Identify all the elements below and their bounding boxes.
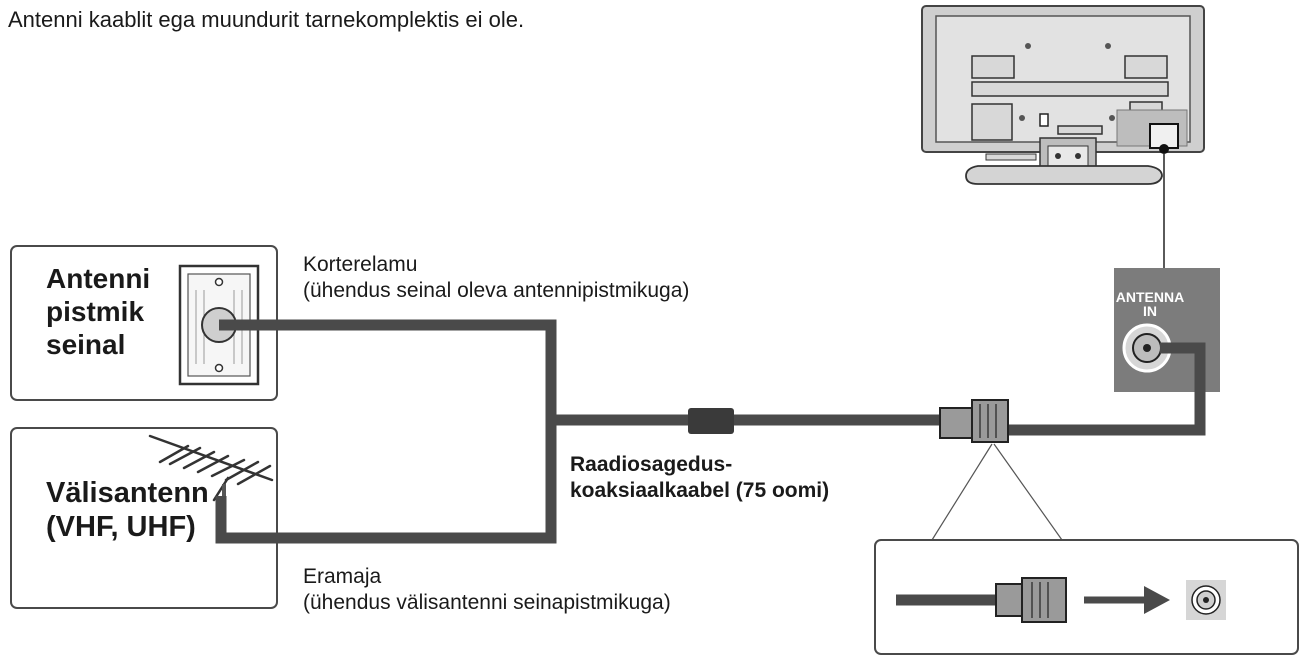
antenna-in-label-line1: ANTENNA <box>1115 289 1185 305</box>
outdoor-antenna-label: Välisantenn (VHF, UHF) <box>46 476 209 544</box>
antenna-in-label: ANTENNA IN <box>1114 290 1186 318</box>
supply-note: Antenni kaablit ega muundurit tarnekompl… <box>8 7 525 32</box>
connection-detail-inset <box>874 539 1299 655</box>
cable-label: Raadiosagedus- koaksiaalkaabel (75 oomi) <box>570 452 829 505</box>
house-title: Eramaja <box>303 565 382 588</box>
apartment-caption: Korterelamu (ühendus seinal oleva antenn… <box>303 252 689 305</box>
house-description: (ühendus välisantenni seinapistmikuga) <box>303 591 671 615</box>
wall-outlet-label-line1: Antenni <box>46 263 151 294</box>
callout-line <box>993 443 1063 541</box>
tv-rear-view <box>921 5 1205 185</box>
cable-label-line1: Raadiosagedus- <box>570 453 733 476</box>
callout-line <box>931 443 993 541</box>
apartment-title: Korterelamu <box>303 253 418 276</box>
antenna-in-label-line2: IN <box>1143 303 1157 319</box>
ferrite-core <box>688 408 734 434</box>
wall-outlet-label-line3: seinal <box>46 329 126 361</box>
apartment-description: (ühendus seinal oleva antennipistmikuga) <box>303 279 690 303</box>
f-connector-plug <box>939 399 1009 443</box>
outdoor-antenna-label-line2: (VHF, UHF) <box>46 511 196 544</box>
cable-label-line2: koaksiaalkaabel (75 oomi) <box>570 479 830 503</box>
house-caption: Eramaja (ühendus välisantenni seinapistm… <box>303 564 671 617</box>
outdoor-antenna-label-line1: Välisantenn <box>46 477 209 509</box>
wall-outlet-label: Antenni pistmik seinal <box>46 262 150 361</box>
wall-outlet-label-line2: pistmik <box>46 296 145 328</box>
coaxial-cable <box>215 319 1206 544</box>
